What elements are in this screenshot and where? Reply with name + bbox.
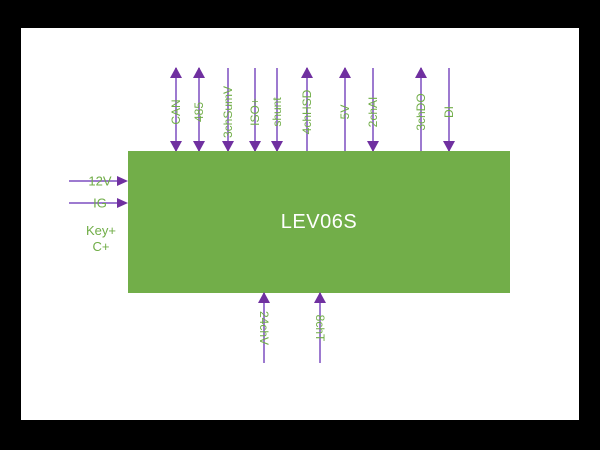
arrowhead-up-icon bbox=[314, 292, 326, 303]
arrowhead-down-icon bbox=[170, 141, 182, 152]
port-label: shunt bbox=[270, 97, 284, 127]
port-label: ISO+ bbox=[248, 98, 262, 126]
port-line bbox=[420, 68, 422, 151]
device-block: LEV06S bbox=[128, 151, 510, 293]
port-line bbox=[263, 293, 265, 363]
port-line bbox=[227, 68, 229, 151]
port-label: 4chHSD bbox=[300, 89, 314, 135]
port-line bbox=[372, 68, 374, 151]
arrowhead-up-icon bbox=[193, 67, 205, 78]
arrowhead-down-icon bbox=[271, 141, 283, 152]
key-notes: Key+ C+ bbox=[78, 223, 124, 255]
arrowhead-up-icon bbox=[170, 67, 182, 78]
port-label: 12V bbox=[88, 173, 112, 189]
port-line bbox=[69, 180, 120, 182]
port-line bbox=[175, 68, 177, 151]
arrowhead-down-icon bbox=[443, 141, 455, 152]
port-label: 3chSumV bbox=[221, 85, 235, 139]
port-label: 8chT bbox=[313, 314, 327, 342]
port-line bbox=[319, 293, 321, 363]
arrowhead-up-icon bbox=[339, 67, 351, 78]
arrowhead-down-icon bbox=[222, 141, 234, 152]
arrowhead-down-icon bbox=[367, 141, 379, 152]
slide-canvas: CAN 485 3chSumV ISO+ shunt 4chHSD 5V 2chAI 3chDO… bbox=[21, 28, 579, 420]
arrowhead-right-icon bbox=[117, 175, 128, 186]
port-line bbox=[69, 202, 120, 204]
port-line bbox=[198, 68, 200, 151]
arrowhead-down-icon bbox=[193, 141, 205, 152]
arrowhead-up-icon bbox=[258, 292, 270, 303]
port-line bbox=[254, 68, 256, 151]
port-line bbox=[276, 68, 278, 151]
port-label: IG bbox=[93, 195, 107, 211]
port-line bbox=[306, 68, 308, 151]
arrowhead-down-icon bbox=[249, 141, 261, 152]
port-line bbox=[344, 68, 346, 151]
key-note-keyplus: Key+ bbox=[86, 223, 116, 238]
port-label: 24chV bbox=[257, 310, 271, 346]
port-label: 2chAI bbox=[366, 96, 380, 128]
port-label: 5V bbox=[338, 104, 352, 120]
arrowhead-up-icon bbox=[415, 67, 427, 78]
arrowhead-right-icon bbox=[117, 197, 128, 208]
device-title: LEV06S bbox=[280, 210, 358, 233]
port-line bbox=[448, 68, 450, 151]
port-label: DI bbox=[442, 106, 456, 118]
port-label: 3chDO bbox=[414, 93, 428, 131]
port-label: CAN bbox=[169, 99, 183, 125]
key-note-cplus: C+ bbox=[92, 239, 110, 254]
port-label: 485 bbox=[192, 101, 206, 123]
arrowhead-up-icon bbox=[301, 67, 313, 78]
